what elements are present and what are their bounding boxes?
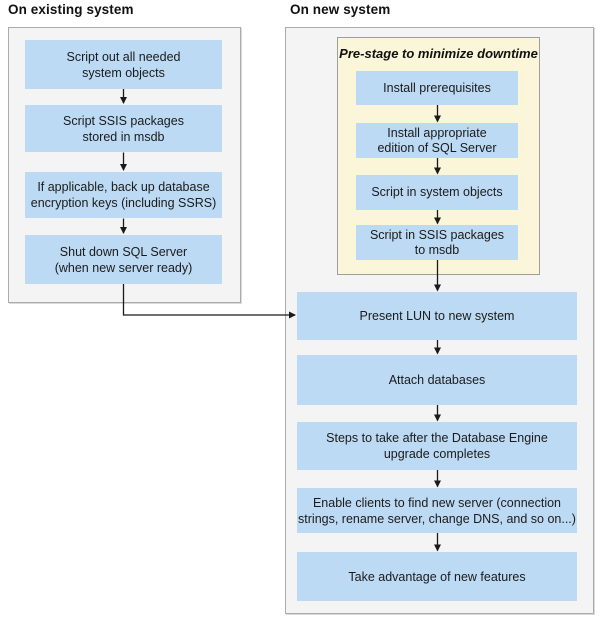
step-backup-encryption-keys: If applicable, back up database encrypti… <box>25 172 222 218</box>
step-post-upgrade-steps: Steps to take after the Database Engine … <box>297 422 577 470</box>
step-new-features: Take advantage of new features <box>297 552 577 601</box>
step-enable-clients: Enable clients to find new server (conne… <box>297 488 577 533</box>
step-present-lun: Present LUN to new system <box>297 292 577 340</box>
step-script-ssis-packages: Script SSIS packages stored in msdb <box>25 105 222 152</box>
step-attach-databases: Attach databases <box>297 355 577 405</box>
prestage-title: Pre-stage to minimize downtime <box>339 46 538 61</box>
step-script-in-system-objects: Script in system objects <box>356 175 518 210</box>
step-install-prerequisites: Install prerequisites <box>356 71 518 105</box>
new-system-column-title: On new system <box>290 2 391 17</box>
step-install-sql-edition: Install appropriate edition of SQL Serve… <box>356 123 518 158</box>
existing-system-column-title: On existing system <box>8 2 134 17</box>
step-shutdown-sql-server: Shut down SQL Server (when new server re… <box>25 235 222 284</box>
step-script-out-system-objects: Script out all needed system objects <box>25 40 222 89</box>
step-script-in-ssis-packages: Script in SSIS packages to msdb <box>356 225 518 260</box>
